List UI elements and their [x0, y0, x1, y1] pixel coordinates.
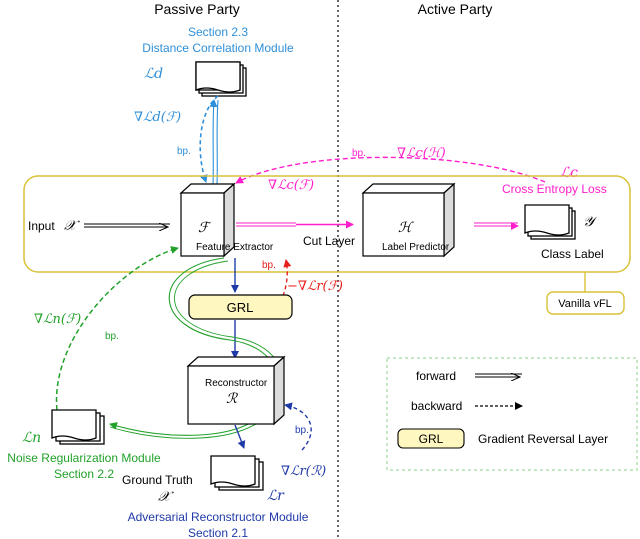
- vanilla-vfl-tag: [546, 291, 625, 315]
- grl-gradient-label: −∇ℒr(ℱ): [287, 279, 343, 294]
- fe-to-lp-arrow: [236, 222, 296, 227]
- input-label: Input: [28, 219, 55, 233]
- feature-extractor-box: [179, 182, 236, 258]
- ce-loss-symbol: ℒc: [560, 165, 578, 181]
- recon-loss-stack: [210, 455, 264, 491]
- grl-bp-label: bp.: [262, 260, 276, 271]
- recon-backward-arrow: [284, 402, 312, 451]
- legend-forward-label: forward: [416, 369, 456, 383]
- noise-bp-label: bp.: [105, 331, 119, 342]
- noise-loss-stack: [51, 409, 105, 445]
- recon-title: Adversarial Reconstructor Module: [128, 510, 309, 524]
- vanilla-vfl-box: [23, 175, 631, 273]
- legend-grl-desc: Gradient Reversal Layer: [478, 432, 608, 446]
- vanilla-vfl-label: Vanilla vFL: [558, 298, 612, 310]
- noise-backward-arrow: [55, 246, 179, 411]
- recon-loss-symbol: ℒr: [267, 488, 285, 504]
- ce-grad-f-label: ∇ℒc(ℱ): [268, 178, 314, 193]
- label-predictor-name: Label Predictor: [382, 242, 450, 253]
- output-name: Class Label: [541, 247, 604, 261]
- legend-forward-arrow: [475, 374, 522, 377]
- dcor-section: Section 2.3: [188, 25, 248, 39]
- recon-to-loss-arrow: [234, 424, 246, 449]
- dcor-loss-stack: [195, 61, 247, 97]
- recon-bp-label: bp.: [295, 425, 309, 436]
- dcor-title: Distance Correlation Module: [142, 41, 294, 55]
- label-predictor-box: [361, 182, 456, 258]
- noise-section: Section 2.2: [54, 467, 114, 481]
- ground-truth-label: Ground Truth: [122, 473, 193, 487]
- noise-title: Noise Regularization Module: [7, 451, 161, 465]
- ce-backward-arrow: [235, 156, 546, 184]
- lp-to-output-arrow: [474, 223, 518, 226]
- active-party-header: Active Party: [418, 1, 493, 17]
- recon-section: Section 2.1: [188, 526, 248, 539]
- reconstructor-box: [186, 355, 286, 426]
- recon-gradient-label: ∇ℒr(ℛ): [281, 464, 326, 479]
- grl-box: [188, 294, 293, 320]
- ce-loss-name: Cross Entropy Loss: [502, 182, 607, 196]
- ce-grad-h-label: ∇ℒc(ℋ): [397, 146, 446, 161]
- dcor-bp-label: bp.: [177, 146, 191, 157]
- feature-extractor-name: Feature Extractor: [196, 242, 274, 253]
- reconstructor-name: Reconstructor: [205, 378, 268, 389]
- noise-gradient-label: ∇ℒn(ℱ): [34, 312, 81, 327]
- legend-grl-label: GRL: [419, 432, 444, 446]
- output-stack: [524, 204, 576, 240]
- dcor-gradient-label: ∇ℒd(ℱ): [134, 110, 181, 125]
- dcor-backward-arrow: [199, 95, 219, 183]
- feature-extractor-symbol: ℱ: [198, 220, 212, 236]
- reconstructor-symbol: ℛ: [226, 391, 238, 407]
- dcor-loss-symbol: ℒd: [144, 66, 163, 82]
- legend-backward-label: backward: [411, 399, 462, 413]
- label-predictor-symbol: ℋ: [398, 220, 414, 236]
- grl-label: GRL: [227, 300, 254, 315]
- input-symbol: 𝒳: [64, 218, 80, 234]
- input-forward-arrow: [84, 224, 170, 227]
- legend-box: [386, 357, 638, 471]
- output-symbol: 𝒴: [583, 214, 598, 230]
- ground-truth-symbol: 𝒳: [158, 489, 174, 505]
- legend-grl-box: [397, 428, 465, 449]
- passive-party-header: Passive Party: [154, 1, 240, 17]
- noise-loss-symbol: ℒn: [22, 430, 41, 446]
- ce-bp-label: bp.: [352, 148, 366, 159]
- grl-backward-arrow: [282, 259, 292, 297]
- cut-layer-label: Cut Layer: [303, 234, 355, 248]
- dcor-forward-arrow: [209, 99, 218, 185]
